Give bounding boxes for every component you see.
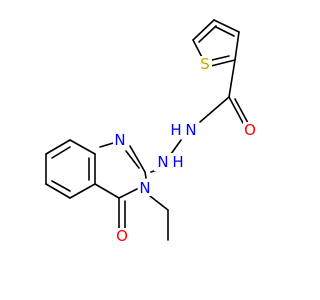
bond-c2-carbonyl [228,59,236,98]
bond-c4-n3 [118,188,138,199]
atom-sulfur: S [200,55,210,73]
atom-hydrazide-h2: H [172,153,183,171]
bond-n-n [170,139,182,155]
bond-c2-s [210,59,236,67]
bond-c6-c5-inner [51,180,71,192]
atom-hydrazide-h1: H [170,121,181,139]
molecule-diagram: S O H N N H N N O [45,19,257,245]
bond-c3-c2 [234,31,240,61]
bond-c8a-c8 [69,139,96,155]
bond-c8-c7 [45,139,71,155]
bond-c4-c3-double [215,26,235,37]
atom-ring-n3: N [139,179,150,197]
bond-c8-c7-inner [51,146,71,159]
atom-hydrazide-n1: N [185,121,196,139]
atom-carbonyl-oxygen-bottom: O [116,227,128,245]
bond-n3-ch2 [149,195,169,211]
atom-ring-n1: N [114,131,125,149]
bond-c2-n1-double-a [129,145,146,173]
amide-group [199,59,249,124]
structure-svg: S O H N N H N N O [45,19,257,245]
atom-carbonyl-oxygen-top: O [244,121,256,139]
atom-hydrazide-n2: N [157,153,168,171]
ethyl-group [149,195,169,241]
bond-c2-n1-double-b [125,150,140,169]
bond-c2-s-inner [211,55,230,61]
bond-carbonyl-n [199,96,230,123]
atom-labels: S O H N N H N N O [113,55,257,245]
bond-c5-c4-double [198,25,217,43]
bond-carbonyl-o-double [234,98,249,124]
bond-c6-c5 [45,183,71,199]
thiophene-ring [192,19,240,67]
bond-c5-c4 [192,19,215,41]
bond-n3-c2 [144,171,147,179]
bond-c4a-c4 [94,183,120,199]
bond-c4-c3 [213,19,240,33]
bond-carbonyl-o [228,96,244,124]
quinazolinone-core [45,139,147,229]
bond-c5-c4a [69,183,96,199]
